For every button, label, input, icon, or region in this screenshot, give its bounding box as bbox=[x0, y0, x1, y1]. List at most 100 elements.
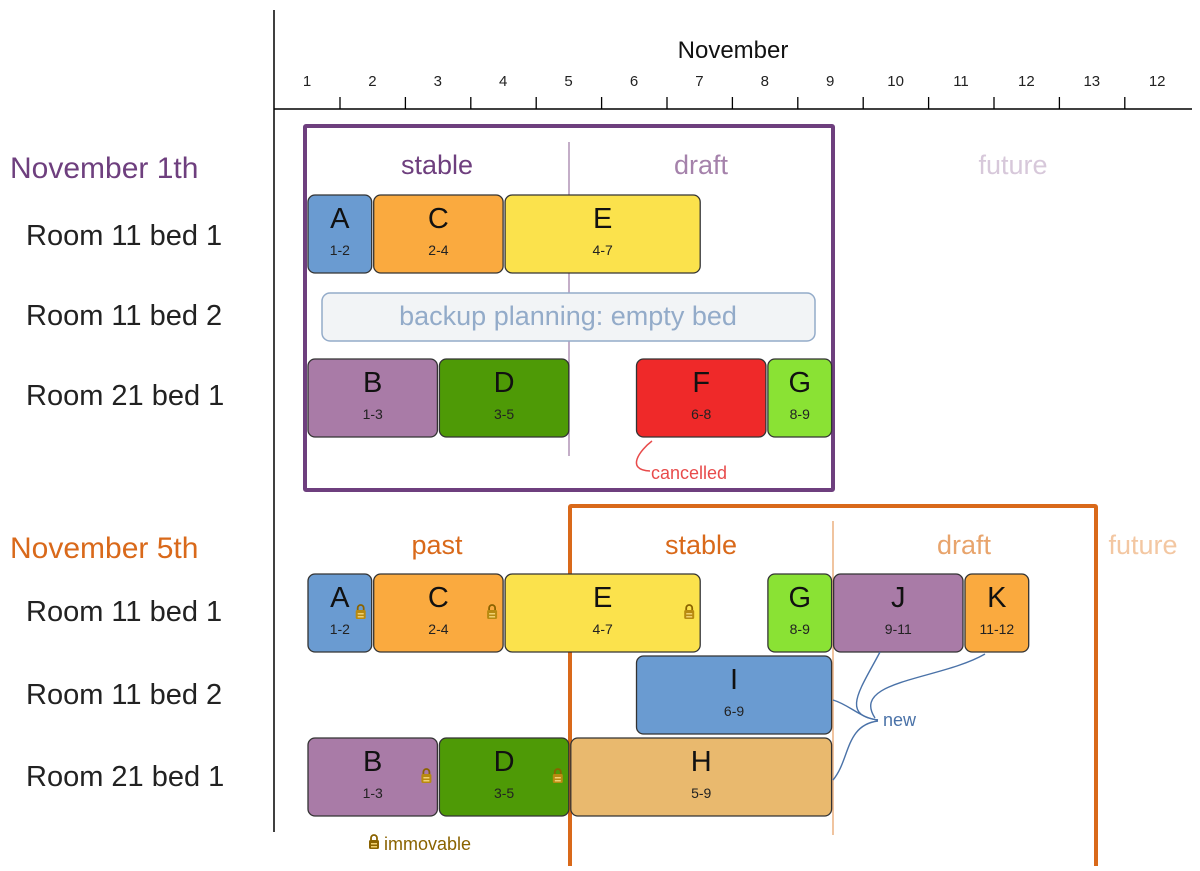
tick-label: 2 bbox=[368, 73, 376, 90]
booking-block-f[interactable]: F6-8 bbox=[635, 358, 767, 438]
booking-block-body bbox=[307, 737, 439, 817]
booking-block-body bbox=[307, 573, 373, 653]
booking-range: 8-9 bbox=[790, 406, 810, 422]
booking-letter: E bbox=[593, 203, 612, 235]
booking-letter: G bbox=[788, 367, 811, 399]
cancelled-label: cancelled bbox=[651, 463, 727, 483]
booking-block-e[interactable]: E 4-7 bbox=[504, 573, 701, 653]
timeline-month-label: November bbox=[678, 37, 789, 64]
booking-block-body bbox=[767, 573, 833, 653]
booking-block-j[interactable]: J 9-11 bbox=[832, 573, 964, 653]
booking-block-d[interactable]: D 3-5 bbox=[438, 737, 570, 817]
booking-letter: K bbox=[987, 582, 1007, 614]
booking-range: 3-5 bbox=[494, 785, 514, 801]
cancelled-connector bbox=[635, 440, 653, 472]
row-label-nov1-room-21-bed-1: Room 21 bed 1 bbox=[26, 380, 224, 412]
booking-block-b[interactable]: B 1-3 bbox=[307, 737, 439, 817]
booking-block-body bbox=[570, 737, 833, 817]
tick-label: 3 bbox=[434, 73, 442, 90]
booking-block-b[interactable]: B 1-3 bbox=[307, 358, 439, 438]
booking-block-body bbox=[373, 194, 504, 274]
row-label-nov1-room-11-bed-2: Room 11 bed 2 bbox=[26, 300, 222, 332]
booking-range: 2-4 bbox=[428, 242, 448, 258]
section-title-nov5: November 5th bbox=[10, 532, 198, 565]
tick-label: 8 bbox=[761, 73, 769, 90]
backup-planning-label: backup planning: empty bed bbox=[399, 301, 737, 331]
booking-block-d[interactable]: D 3-5 bbox=[438, 358, 570, 438]
booking-letter: A bbox=[330, 203, 350, 235]
new-connector-i bbox=[832, 699, 879, 721]
tick-label: 11 bbox=[953, 73, 969, 90]
tick-label: 12 bbox=[1018, 73, 1035, 90]
booking-block-k[interactable]: K11-12 bbox=[964, 573, 1030, 653]
phase-label-future-nov1: future bbox=[978, 150, 1047, 180]
phase-label-past-nov5: past bbox=[411, 530, 463, 560]
tick-label: 9 bbox=[826, 73, 834, 90]
booking-letter: B bbox=[363, 367, 382, 399]
booking-block-body bbox=[373, 573, 504, 653]
lock-icon bbox=[684, 604, 695, 619]
lock-icon bbox=[369, 834, 379, 849]
booking-block-a[interactable]: A 1-2 bbox=[307, 194, 373, 274]
booking-range: 6-9 bbox=[724, 703, 744, 719]
booking-letter: A bbox=[330, 582, 350, 614]
booking-range: 5-9 bbox=[691, 785, 711, 801]
phase-label-draft-nov1: draft bbox=[674, 150, 729, 180]
booking-block-c[interactable]: C 2-4 bbox=[373, 194, 504, 274]
booking-block-h[interactable]: H 5-9 bbox=[570, 737, 833, 817]
booking-block-body bbox=[438, 737, 570, 817]
booking-letter: D bbox=[494, 367, 515, 399]
lock-icon bbox=[552, 768, 563, 783]
booking-block-g[interactable]: G8-9 bbox=[767, 573, 833, 653]
booking-block-c[interactable]: C 2-4 bbox=[373, 573, 504, 653]
blocks-nov5: A1-2 C 2-4 E 4-7 G8-9 J 9-11 K11-12I 6-9B 1-3 D 3-5 H… bbox=[307, 573, 1030, 817]
booking-range: 1-3 bbox=[363, 785, 383, 801]
booking-letter: J bbox=[891, 582, 906, 614]
tick-label: 13 bbox=[1083, 73, 1100, 90]
booking-letter: E bbox=[593, 582, 612, 614]
booking-letter: C bbox=[428, 582, 449, 614]
lock-icon bbox=[355, 604, 366, 619]
tick-label: 7 bbox=[695, 73, 703, 90]
booking-block-body bbox=[438, 358, 570, 438]
booking-letter: C bbox=[428, 203, 449, 235]
row-label-nov5-room-21-bed-1: Room 21 bed 1 bbox=[26, 761, 224, 793]
booking-block-body bbox=[832, 573, 964, 653]
booking-range: 9-11 bbox=[885, 621, 912, 637]
booking-block-e[interactable]: E 4-7 bbox=[504, 194, 701, 274]
booking-range: 1-2 bbox=[330, 242, 350, 258]
booking-block-body bbox=[635, 655, 833, 735]
tick-label: 4 bbox=[499, 73, 507, 90]
booking-letter: B bbox=[363, 746, 382, 778]
booking-range: 4-7 bbox=[593, 242, 613, 258]
booking-letter: I bbox=[730, 664, 738, 696]
planning-window-frame-nov1 bbox=[303, 124, 835, 492]
new-label: new bbox=[883, 710, 917, 730]
immovable-legend: immovable bbox=[369, 834, 471, 854]
booking-letter: H bbox=[691, 746, 712, 778]
booking-block-a[interactable]: A1-2 bbox=[307, 573, 373, 653]
booking-range: 3-5 bbox=[494, 406, 514, 422]
booking-block-body bbox=[307, 358, 439, 438]
row-label-nov1-room-11-bed-1: Room 11 bed 1 bbox=[26, 220, 222, 252]
immovable-label: immovable bbox=[384, 834, 471, 854]
booking-letter: D bbox=[494, 746, 515, 778]
section-title-nov1: November 1th bbox=[10, 152, 198, 185]
booking-range: 4-7 bbox=[593, 621, 613, 637]
section-nov1: November 1th Room 11 bed 1 Room 11 bed 2… bbox=[10, 124, 1048, 492]
phase-label-future-nov5: future bbox=[1108, 530, 1177, 560]
planning-window-frame-nov5 bbox=[568, 504, 1098, 871]
booking-range: 2-4 bbox=[428, 621, 448, 637]
row-label-nov5-room-11-bed-1: Room 11 bed 1 bbox=[26, 596, 222, 628]
new-connector-j bbox=[855, 651, 881, 721]
tick-label: 6 bbox=[630, 73, 638, 90]
booking-range: 1-3 bbox=[363, 406, 383, 422]
booking-block-i[interactable]: I 6-9 bbox=[635, 655, 833, 735]
tick-label: 5 bbox=[564, 73, 572, 90]
tick-label: 12 bbox=[1149, 73, 1166, 90]
booking-block-g[interactable]: G 8-9 bbox=[767, 358, 833, 438]
booking-block-body bbox=[964, 573, 1030, 653]
section-nov5: November 5th Room 11 bed 1 Room 11 bed 2… bbox=[10, 504, 1178, 871]
